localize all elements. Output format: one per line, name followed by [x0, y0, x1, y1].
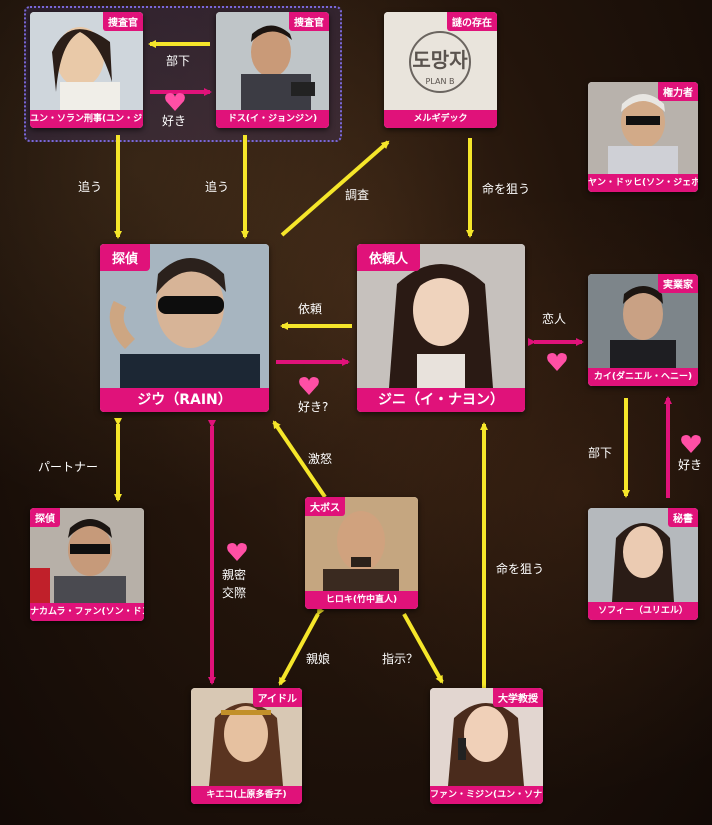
- card-dos: 捜査官 ドス(イ・ジョンジン): [216, 12, 329, 128]
- card-jiwoo: 探偵 ジウ（RAIN）: [100, 244, 269, 412]
- role-badge: 大ボス: [305, 497, 345, 516]
- card-yang: 権力者 ヤン・ドッヒ(ソン・ジェホ): [588, 82, 698, 192]
- heart-icon: [299, 377, 319, 395]
- label-partner: パートナー: [38, 460, 99, 474]
- label-instruction: 指示？: [382, 652, 419, 666]
- logo-subtext: PLAN B: [426, 77, 455, 86]
- role-badge: アイドル: [252, 688, 302, 707]
- role-badge: 権力者: [658, 82, 698, 101]
- logo-text: 도망자: [412, 48, 468, 72]
- heart-icon: [227, 543, 247, 561]
- name-label: ドス(イ・ジョンジン): [216, 110, 329, 128]
- role-badge: 大学教授: [493, 688, 543, 707]
- label-rage: 激怒: [308, 452, 333, 466]
- photo-yoon: [30, 12, 143, 110]
- label-like-right: 好き: [678, 458, 703, 472]
- card-melki: 도망자 PLAN B 謎の存在 メルギデック: [384, 12, 497, 128]
- name-label: ユン・ソラン刑事(ユン・ジンソ): [30, 110, 143, 128]
- role-badge: 捜査官: [289, 12, 329, 31]
- card-hwang: 大学教授 ファン・ミジン(ユン・ソナ): [430, 688, 543, 804]
- name-label: メルギデック: [384, 110, 497, 128]
- label-like-q: 好き?: [298, 400, 329, 414]
- role-badge: 探偵: [100, 244, 151, 271]
- card-hiroki: 大ボス ヒロキ(竹中直人): [305, 497, 418, 609]
- card-kieko: アイドル キエコ(上原多香子): [191, 688, 302, 804]
- photo-dos: [216, 12, 329, 110]
- role-badge: 秘書: [668, 508, 698, 527]
- name-label: ファン・ミジン(ユン・ソナ): [430, 786, 543, 804]
- photo-nakamura: [30, 508, 144, 603]
- role-badge: 捜査官: [103, 12, 143, 31]
- arrow-parent: [278, 606, 325, 686]
- heart-icon: [547, 353, 567, 371]
- role-badge: 謎の存在: [447, 12, 497, 31]
- arrow-instruction: [402, 613, 444, 684]
- name-label: ジウ（RAIN）: [100, 388, 269, 412]
- card-nakamura: 探偵 ナカムラ・ファン(ソン・ドンイル): [30, 508, 144, 621]
- name-label: キエコ(上原多香子): [191, 786, 302, 804]
- label-parent: 親娘: [306, 652, 331, 666]
- label-intimate: 親密 交際: [222, 568, 247, 600]
- photo-jini: [357, 244, 525, 388]
- label-request: 依頼: [298, 302, 323, 316]
- card-kai: 実業家 カイ(ダニエル・ヘニー): [588, 274, 698, 386]
- name-label: ソフィー（ユリエル）: [588, 602, 698, 620]
- label-like-top: 好き: [162, 114, 187, 128]
- label-subordinate-top: 部下: [166, 54, 191, 68]
- label-subordinate-right: 部下: [588, 446, 613, 460]
- label-chase-right: 追う: [205, 180, 230, 194]
- label-target-life-bottom: 命を狙う: [496, 562, 545, 576]
- role-badge: 探偵: [30, 508, 60, 527]
- label-lovers: 恋人: [542, 312, 567, 326]
- name-label: ジニ（イ・ナヨン）: [357, 388, 525, 412]
- card-sophie: 秘書 ソフィー（ユリエル）: [588, 508, 698, 620]
- card-yoon: 捜査官 ユン・ソラン刑事(ユン・ジンソ): [30, 12, 143, 128]
- heart-icon: [681, 435, 701, 453]
- arrow-rage: [272, 420, 327, 499]
- name-label: ヒロキ(竹中直人): [305, 591, 418, 609]
- label-investigate: 調査: [345, 188, 370, 202]
- name-label: カイ(ダニエル・ヘニー): [588, 368, 698, 386]
- card-jini: 依頼人 ジニ（イ・ナヨン）: [357, 244, 525, 412]
- arrow-investigate: [280, 140, 390, 237]
- name-label: ヤン・ドッヒ(ソン・ジェホ): [588, 174, 698, 192]
- label-target-life-top: 命を狙う: [482, 182, 531, 196]
- heart-icon: [165, 93, 185, 111]
- role-badge: 依頼人: [357, 244, 421, 271]
- name-label: ナカムラ・ファン(ソン・ドンイル): [30, 603, 144, 621]
- role-badge: 実業家: [658, 274, 698, 293]
- label-chase-left: 追う: [78, 180, 103, 194]
